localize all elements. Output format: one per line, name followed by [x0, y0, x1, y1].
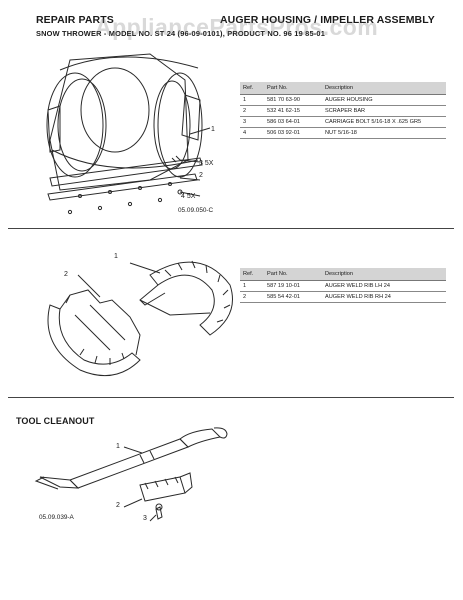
table-row: 2 532 41 62-15 SCRAPER BAR: [240, 105, 446, 117]
table-row: 2 585 54 42-01 AUGER WELD RIB RH 24: [240, 291, 446, 303]
section-title-tool-cleanout: TOOL CLEANOUT: [16, 416, 95, 426]
section-title-right: AUGER HOUSING / IMPELLER ASSEMBLY: [220, 14, 435, 26]
parts-table: Ref. Part No. Description 1 581 70 63-90…: [240, 82, 446, 139]
section-divider: [8, 397, 454, 398]
model-subtitle: SNOW THROWER - MODEL NO. ST 24 (96-09-01…: [36, 29, 326, 38]
description-cell: AUGER WELD RIB LH 24: [322, 280, 446, 292]
auger-rib-diagram: [47, 260, 233, 377]
ref-cell: 4: [240, 127, 264, 139]
column-header: Ref.: [240, 82, 264, 95]
column-header: Part No.: [264, 268, 322, 281]
figure-code: 05.09.039-A: [39, 514, 74, 521]
part-number-cell: 532 41 62-15: [264, 105, 322, 117]
ref-cell: 1: [240, 94, 264, 106]
table-row: 1 587 19 10-01 AUGER WELD RIB LH 24: [240, 280, 446, 292]
callout-3: 3 5X: [199, 160, 214, 167]
callout-3: 3: [143, 515, 147, 522]
part-number-cell: 586 03 64-01: [264, 116, 322, 128]
callout-1: 1: [116, 443, 120, 450]
column-header: Description: [322, 82, 446, 95]
table-header-row: Ref. Part No. Description: [240, 268, 446, 281]
parts-table: Ref. Part No. Description 1 587 19 10-01…: [240, 268, 446, 303]
column-header: Part No.: [264, 82, 322, 95]
description-cell: SCRAPER BAR: [322, 105, 446, 117]
description-cell: CARRIAGE BOLT 5/16-18 X .625 GR5: [322, 116, 446, 128]
figure-code: 05.09.050-C: [178, 207, 214, 214]
part-number-cell: 506 03 92-01: [264, 127, 322, 139]
watermark: AppliancePartsPros.com: [95, 14, 379, 40]
callout-1: 1: [211, 126, 215, 133]
callout-1: 1: [114, 253, 118, 260]
callout-4: 4 5X: [181, 193, 196, 200]
callout-2: 2: [199, 172, 203, 179]
table-row: 4 506 03 92-01 NUT 5/16-18: [240, 127, 446, 139]
auger-housing-diagram: [46, 53, 211, 215]
table-row: 3 586 03 64-01 CARRIAGE BOLT 5/16-18 X .…: [240, 116, 446, 128]
description-cell: NUT 5/16-18: [322, 127, 446, 139]
ref-cell: 2: [240, 291, 264, 303]
column-header: Description: [322, 268, 446, 281]
part-number-cell: 581 70 63-90: [264, 94, 322, 106]
description-cell: AUGER HOUSING: [322, 94, 446, 106]
part-number-cell: 585 54 42-01: [264, 291, 322, 303]
tool-cleanout-diagram: [34, 427, 228, 522]
column-header: Ref.: [240, 268, 264, 281]
description-cell: AUGER WELD RIB RH 24: [322, 291, 446, 303]
ref-cell: 1: [240, 280, 264, 292]
section-divider: [8, 228, 454, 229]
section-title-left: REPAIR PARTS: [36, 14, 114, 26]
callout-2: 2: [116, 502, 120, 509]
part-number-cell: 587 19 10-01: [264, 280, 322, 292]
callout-2: 2: [64, 271, 68, 278]
table-header-row: Ref. Part No. Description: [240, 82, 446, 95]
ref-cell: 3: [240, 116, 264, 128]
table-row: 1 581 70 63-90 AUGER HOUSING: [240, 94, 446, 106]
ref-cell: 2: [240, 105, 264, 117]
